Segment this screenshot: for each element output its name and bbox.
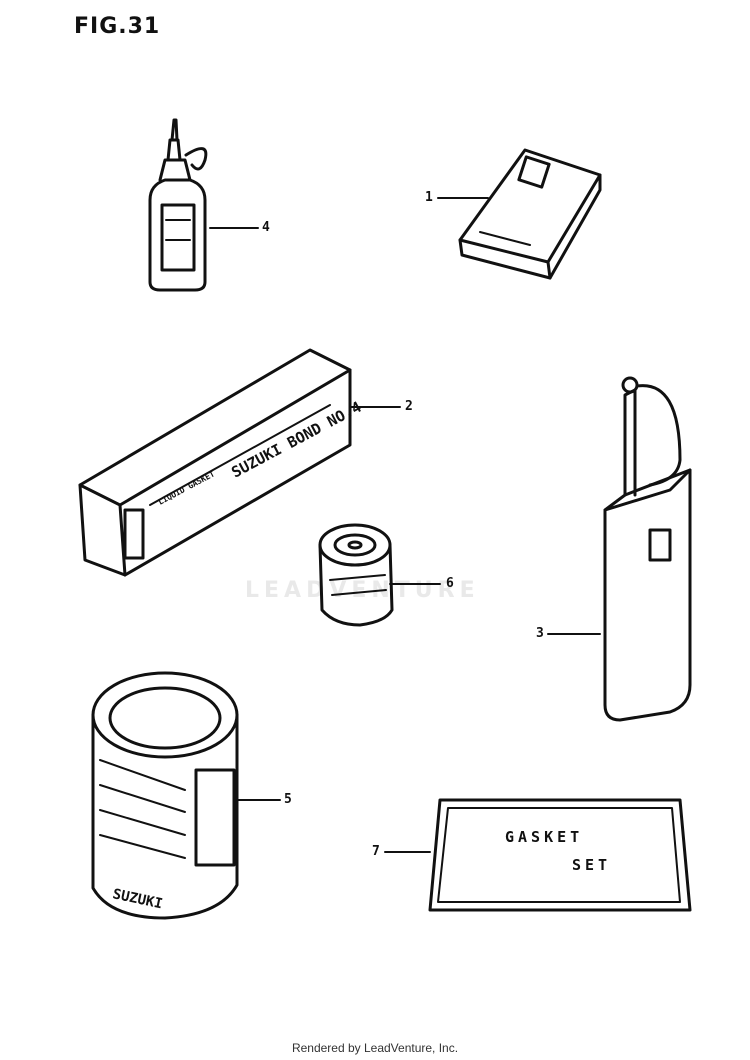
oil-bottle-part-4[interactable] (148, 118, 208, 292)
box-part-1[interactable] (458, 148, 602, 280)
large-can-label: SUZUKI (111, 886, 164, 912)
watermark: LEADVENTURE (245, 578, 480, 603)
callout-7: 7 (372, 844, 380, 859)
callout-4: 4 (262, 220, 270, 235)
callout-1: 1 (425, 190, 433, 205)
footer-credit: Rendered by LeadVenture, Inc. (291, 1041, 459, 1055)
gasket-label-line-2: SET (572, 856, 611, 874)
small-tin-part-6[interactable] (318, 523, 394, 627)
large-can-part-5[interactable] (91, 671, 239, 920)
figure-title: FIG.31 (74, 14, 161, 39)
callout-3: 3 (536, 626, 544, 641)
bond-box-label: SUZUKI BOND NO.4 (228, 398, 364, 482)
bond-box-part-2[interactable] (78, 348, 352, 577)
oil-can-part-3[interactable] (603, 376, 692, 722)
bond-box-sublabel: LIQUID GASKET (157, 469, 217, 506)
callout-6: 6 (446, 576, 454, 591)
gasket-label-line-1: GASKET (505, 828, 583, 846)
callout-5: 5 (284, 792, 292, 807)
callout-2: 2 (405, 399, 413, 414)
gasket-set-part-7[interactable] (428, 798, 692, 912)
